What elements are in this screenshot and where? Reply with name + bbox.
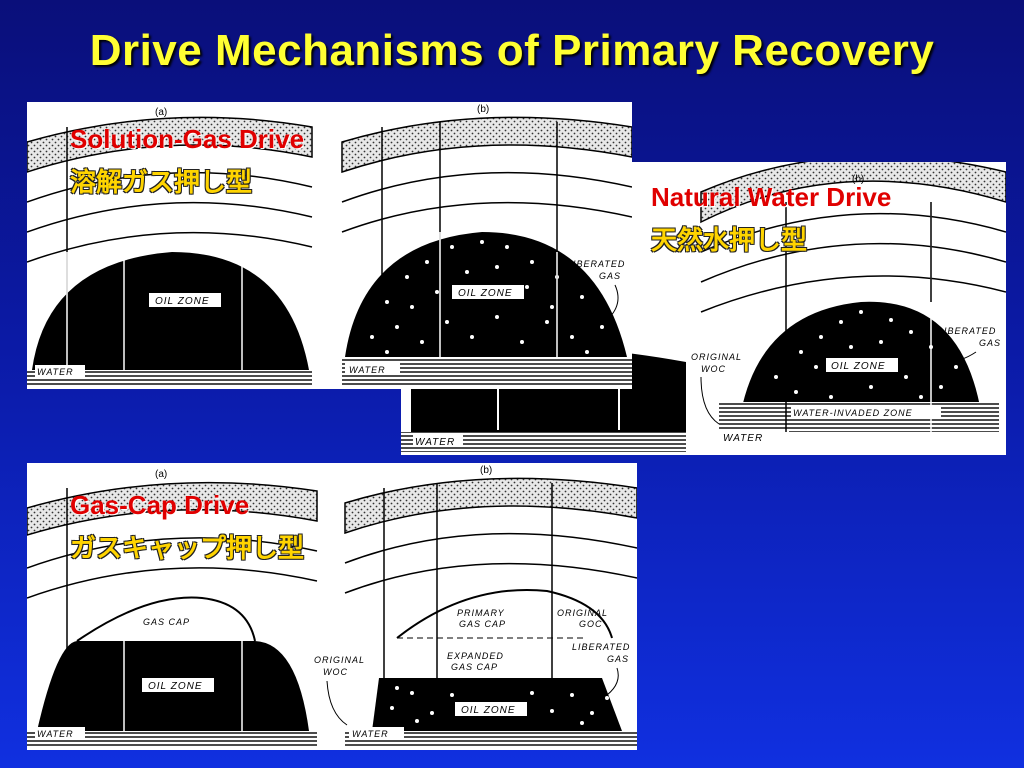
solution-gas-title-en: Solution-Gas Drive: [70, 124, 305, 154]
oil-zone-label-a: OIL ZONE: [155, 296, 210, 307]
gas-cap-title-en: Gas-Cap Drive: [70, 490, 250, 520]
liberated-gas-bubbles: [774, 310, 958, 399]
original-label: ORIGINAL: [691, 352, 742, 362]
tag-a: (a): [155, 107, 167, 118]
liberated-label: LIBERATED: [572, 642, 630, 652]
original-goc-label-1: ORIGINAL: [557, 608, 608, 618]
gas-cap-panel: GAS CAP OIL ZONE WATER (a) PRIMARY GAS C…: [27, 463, 637, 750]
slide-title: Drive Mechanisms of Primary Recovery: [89, 26, 935, 75]
solution-gas-diagram: OIL ZONE WATER (a) OIL ZONE: [27, 104, 632, 387]
primary-gas-cap-label: GAS CAP: [459, 619, 506, 629]
water-label-left: WATER: [415, 437, 455, 448]
original-woc-label-2: WOC: [323, 667, 348, 677]
liberated-label: LIBERATED: [567, 259, 625, 269]
liberated-label: LIBERATED: [938, 326, 996, 336]
solution-gas-title-jp: 溶解ガス押し型: [70, 168, 253, 198]
water-label-a: WATER: [37, 367, 74, 377]
original-goc-label-2: GOC: [579, 619, 603, 629]
expanded-gas-cap-label: GAS CAP: [451, 662, 498, 672]
tag-b: (b): [480, 465, 492, 476]
oil-zone-label: OIL ZONE: [831, 361, 886, 372]
water-label-b: WATER: [349, 365, 386, 375]
bubbles-gascap-b: [390, 686, 609, 725]
oil-zone-label-b: OIL ZONE: [458, 288, 513, 299]
water-label-right: WATER: [723, 433, 763, 444]
gas-cap-title-jp: ガスキャップ押し型: [70, 534, 305, 564]
tag-a: (a): [155, 469, 167, 480]
water-drive-title-en: Natural Water Drive: [651, 182, 892, 212]
gas-label: GAS: [599, 271, 621, 281]
expanded-label: EXPANDED: [447, 651, 504, 661]
woc-label: WOC: [701, 364, 726, 374]
water-label-a: WATER: [37, 729, 74, 739]
water-invaded-label: WATER-INVADED ZONE: [793, 408, 913, 418]
gas-label: GAS: [979, 338, 1001, 348]
water-drive-title-jp: 天然水押し型: [651, 226, 808, 256]
original-woc-label-1: ORIGINAL: [314, 655, 365, 665]
primary-label: PRIMARY: [457, 608, 505, 618]
bubbles-b: [370, 240, 604, 354]
oil-zone-label-b: OIL ZONE: [461, 705, 516, 716]
oil-zone-label-a: OIL ZONE: [148, 681, 203, 692]
water-label-b: WATER: [352, 729, 389, 739]
gas-label: GAS: [607, 654, 629, 664]
tag-b: (b): [477, 104, 489, 115]
gas-cap-label-a: GAS CAP: [143, 617, 190, 627]
solution-gas-panel: OIL ZONE WATER (a) OIL ZONE: [27, 102, 632, 389]
tag-b: (b): [852, 174, 864, 185]
water-drive-diagram: WATER OIL ZONE WATER-INVADED ZONE WATER …: [401, 162, 1006, 452]
gas-cap-diagram: GAS CAP OIL ZONE WATER (a) PRIMARY GAS C…: [27, 465, 637, 748]
